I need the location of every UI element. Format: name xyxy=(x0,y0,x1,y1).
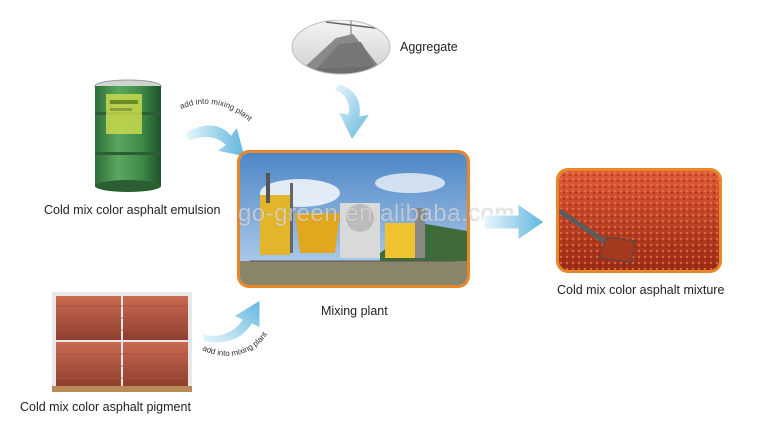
emulsion-arrow-text: add into mixing plant xyxy=(179,97,255,124)
emulsion-arrow: add into mixing plant xyxy=(179,97,255,158)
pigment-bags-image xyxy=(52,292,192,392)
pigment-arrow: add into mixing plant xyxy=(201,299,269,358)
mixture-image xyxy=(556,168,722,273)
mixture-label: Cold mix color asphalt mixture xyxy=(557,283,725,297)
aggregate-image xyxy=(291,19,391,75)
emulsion-label: Cold mix color asphalt emulsion xyxy=(44,203,221,217)
pigment-label: Cold mix color asphalt pigment xyxy=(20,400,191,414)
watermark: go-green.en.alibaba.com xyxy=(238,200,516,227)
aggregate-label: Aggregate xyxy=(400,40,458,54)
emulsion-barrel-image xyxy=(92,78,164,193)
aggregate-arrow xyxy=(333,83,372,141)
output-arrow xyxy=(483,203,545,241)
mixing-plant-label: Mixing plant xyxy=(321,304,388,318)
mixing-plant-image xyxy=(237,150,470,288)
